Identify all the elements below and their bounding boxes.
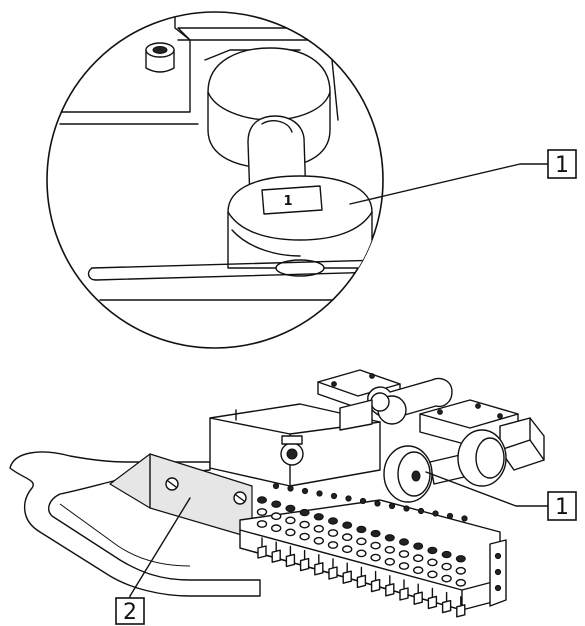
rivet (359, 497, 367, 505)
rivet (316, 490, 323, 497)
spring (299, 508, 310, 572)
callout-front-plate: 2 (115, 497, 191, 625)
svg-text:2: 2 (123, 600, 137, 625)
rivet (432, 510, 439, 517)
spring (413, 542, 424, 605)
main-assembly (9, 369, 545, 618)
base-sheet (9, 451, 261, 597)
callout-detail-roller: 1 (349, 149, 577, 205)
detail-lower-roller: 1 (227, 175, 373, 277)
rivet (287, 485, 294, 492)
detail-roller-label: 1 (283, 194, 292, 209)
rivet (446, 512, 454, 520)
detail-bolt (145, 42, 175, 73)
spring (327, 517, 339, 580)
svg-text:1: 1 (555, 153, 569, 178)
rivet (417, 507, 425, 515)
spring (427, 546, 438, 610)
svg-text:1: 1 (555, 495, 569, 520)
spring-array (256, 496, 466, 618)
rivet (330, 492, 338, 500)
spring (455, 555, 466, 618)
spring (342, 521, 353, 584)
rivet (345, 495, 352, 502)
rear-block (209, 403, 381, 487)
spring (271, 500, 282, 563)
right-roller (383, 429, 507, 503)
rivet (461, 515, 468, 522)
spring (256, 496, 268, 559)
spring (398, 538, 410, 601)
rivet (374, 500, 381, 507)
spring (441, 550, 452, 614)
rivet-row (272, 482, 468, 522)
front-plate (109, 453, 253, 539)
rivet (301, 487, 309, 495)
rivet (388, 502, 396, 510)
spring (384, 534, 395, 597)
rivet (272, 482, 280, 490)
detail-view: 1 (46, 11, 384, 349)
callout-assembly-roller: 1 (425, 471, 577, 521)
spring (370, 529, 381, 593)
detail-base-plate (87, 259, 381, 301)
rivet (403, 505, 410, 512)
spring (285, 504, 296, 568)
spring (313, 513, 324, 576)
spring (356, 525, 367, 589)
top-roller-cluster (317, 369, 545, 471)
